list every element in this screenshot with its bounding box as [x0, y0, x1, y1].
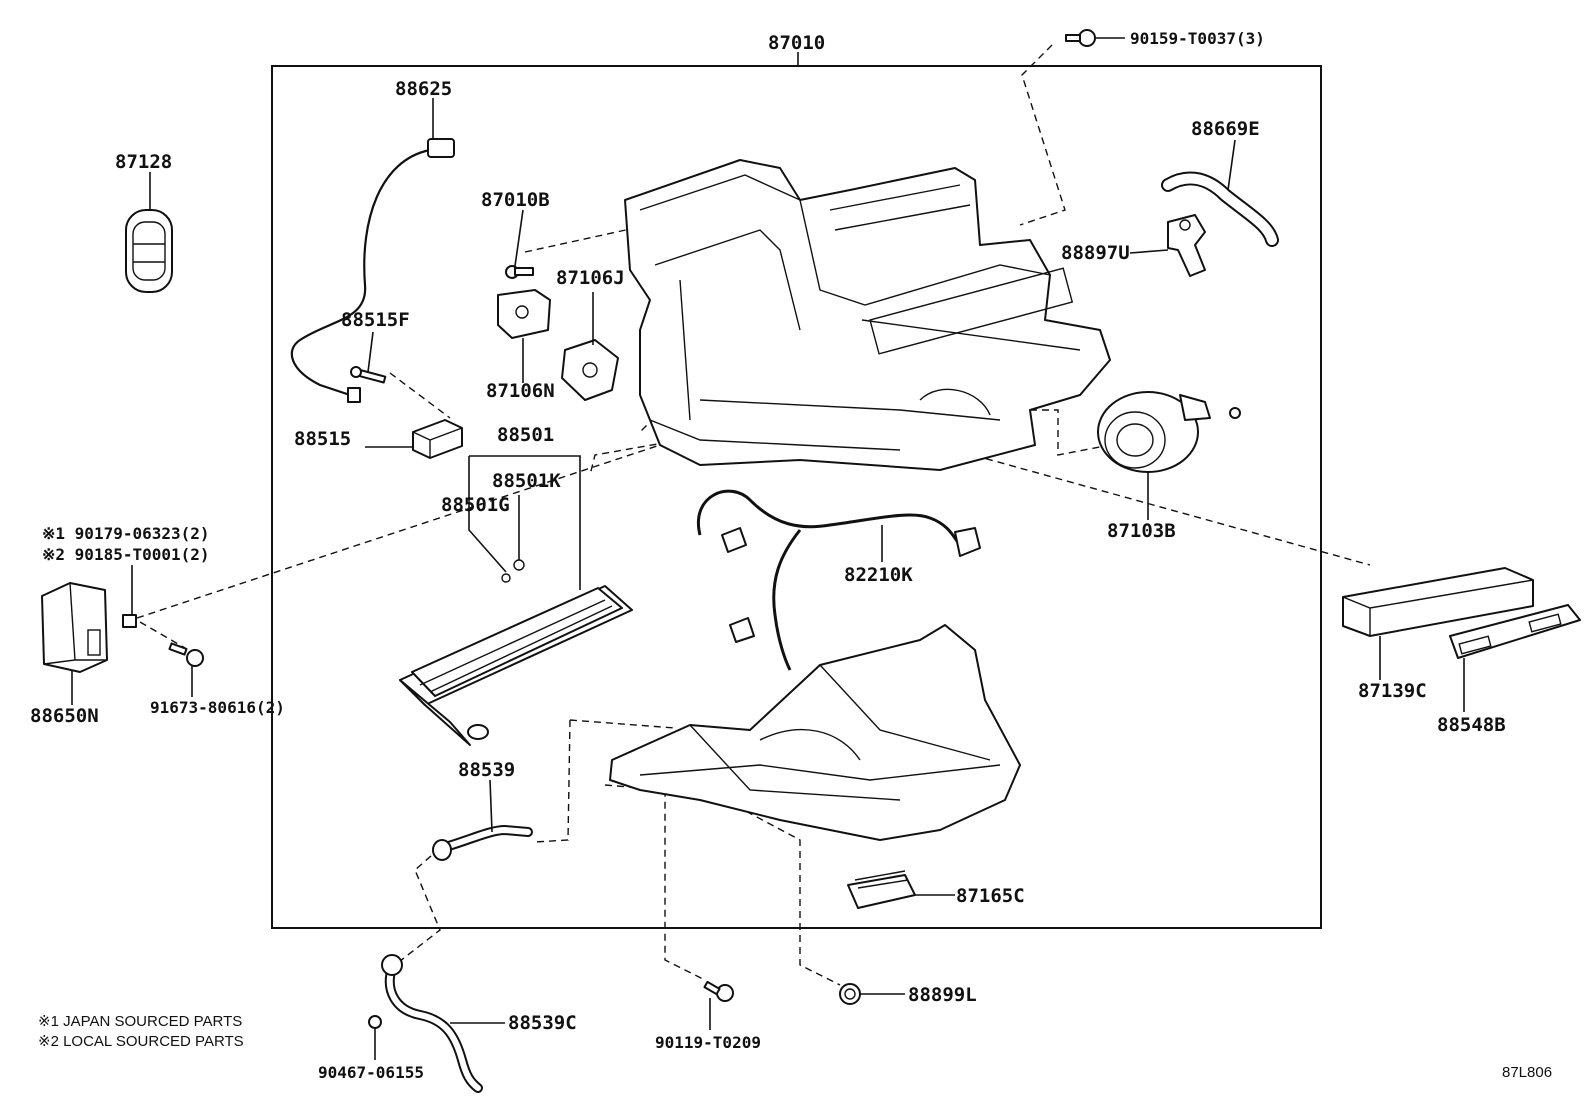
- part-91673-shape: [168, 642, 204, 667]
- label-87010B: 87010B: [481, 189, 550, 211]
- part-82210K-shape: [696, 489, 981, 671]
- label-90179-06323: ※1 90179-06323(2): [42, 524, 210, 543]
- part-87106N-shape: [497, 289, 551, 339]
- label-87010: 87010: [768, 32, 825, 54]
- label-88899L: 88899L: [908, 984, 977, 1006]
- part-88669E-shape: [1161, 171, 1279, 247]
- part-90119-shape: [703, 980, 734, 1002]
- part-88515-shape: [412, 419, 463, 459]
- part-88539C-shape: [381, 954, 483, 1093]
- label-88897U: 88897U: [1061, 242, 1130, 264]
- label-87106N: 87106N: [486, 380, 555, 402]
- part-90159-shape: [1065, 29, 1096, 47]
- part-90467-shape: [368, 1015, 382, 1029]
- diagram-reference-id: 87L806: [1502, 1064, 1552, 1081]
- part-87103B-shape: [1097, 391, 1241, 473]
- label-88625: 88625: [395, 78, 452, 100]
- label-88539C: 88539C: [508, 1012, 577, 1034]
- part-87010-housing-shape: [624, 159, 1111, 471]
- label-88669E: 88669E: [1191, 118, 1260, 140]
- part-88515F-shape: [350, 366, 387, 384]
- label-87103B: 87103B: [1107, 520, 1176, 542]
- part-87010B-shape: [505, 265, 534, 279]
- label-88501: 88501: [497, 424, 554, 446]
- label-87106J: 87106J: [556, 267, 625, 289]
- part-88899L-shape: [839, 983, 861, 1005]
- label-88548B: 88548B: [1437, 714, 1506, 736]
- label-88515: 88515: [294, 428, 351, 450]
- part-87128-shape: [125, 209, 173, 293]
- label-90119-T0209: 90119-T0209: [655, 1033, 761, 1052]
- part-88650N-shape: [41, 582, 108, 673]
- label-90467-06155: 90467-06155: [318, 1063, 424, 1082]
- label-88501K: 88501K: [492, 470, 561, 492]
- label-90185-T0001: ※2 90185-T0001(2): [42, 545, 210, 564]
- note-japan-sourced: ※1 JAPAN SOURCED PARTS: [38, 1013, 242, 1030]
- label-88501G: 88501G: [441, 494, 510, 516]
- label-88539: 88539: [458, 759, 515, 781]
- label-87165C: 87165C: [956, 885, 1025, 907]
- part-lower-duct-shape: [609, 624, 1021, 841]
- label-90159-T0037: 90159-T0037(3): [1130, 29, 1265, 48]
- label-88515F: 88515F: [341, 309, 410, 331]
- label-82210K: 82210K: [844, 564, 913, 586]
- part-87165C-shape: [847, 870, 916, 909]
- part-88897U-shape: [1167, 214, 1206, 277]
- part-90179-shape: [122, 614, 137, 628]
- part-88625-shape: [290, 138, 455, 403]
- note-local-sourced: ※2 LOCAL SOURCED PARTS: [38, 1033, 244, 1050]
- part-88501-shape: [399, 585, 633, 746]
- part-87106J-shape: [561, 339, 619, 401]
- part-88539-shape: [432, 824, 533, 861]
- label-91673-80616: 91673-80616(2): [150, 698, 285, 717]
- label-87139C: 87139C: [1358, 680, 1427, 702]
- label-88650N: 88650N: [30, 705, 99, 727]
- part-87139C-shape: [1342, 567, 1534, 637]
- assembly-boundary-box: [271, 65, 1322, 929]
- label-87128: 87128: [115, 151, 172, 173]
- part-88548B-shape: [1449, 604, 1581, 659]
